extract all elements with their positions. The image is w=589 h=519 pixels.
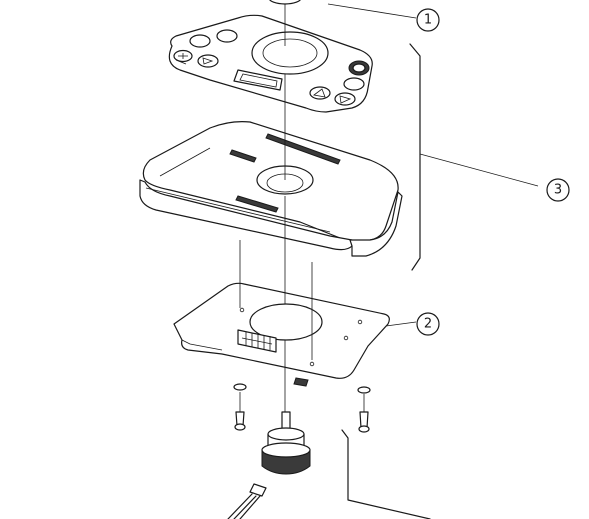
rotary-encoder: [261, 411, 311, 475]
callout-3-label: 3: [554, 183, 562, 198]
keypad-overlay: [168, 14, 373, 113]
knob-cap-part: [269, 0, 301, 5]
group-brackets: [341, 43, 431, 519]
callout-2-label: 2: [424, 317, 432, 332]
cable-connector: [227, 483, 267, 519]
callout-2: 2: [416, 312, 440, 336]
screws-and-washers: [233, 383, 371, 433]
callout-3: 3: [546, 178, 570, 202]
callout-1: 1: [416, 8, 440, 32]
callout-1-label: 1: [424, 13, 432, 28]
leader-lines: [327, 3, 539, 327]
top-housing: [139, 121, 403, 257]
circuit-board: [173, 282, 390, 387]
assembly-axis-lines: [239, 4, 365, 412]
